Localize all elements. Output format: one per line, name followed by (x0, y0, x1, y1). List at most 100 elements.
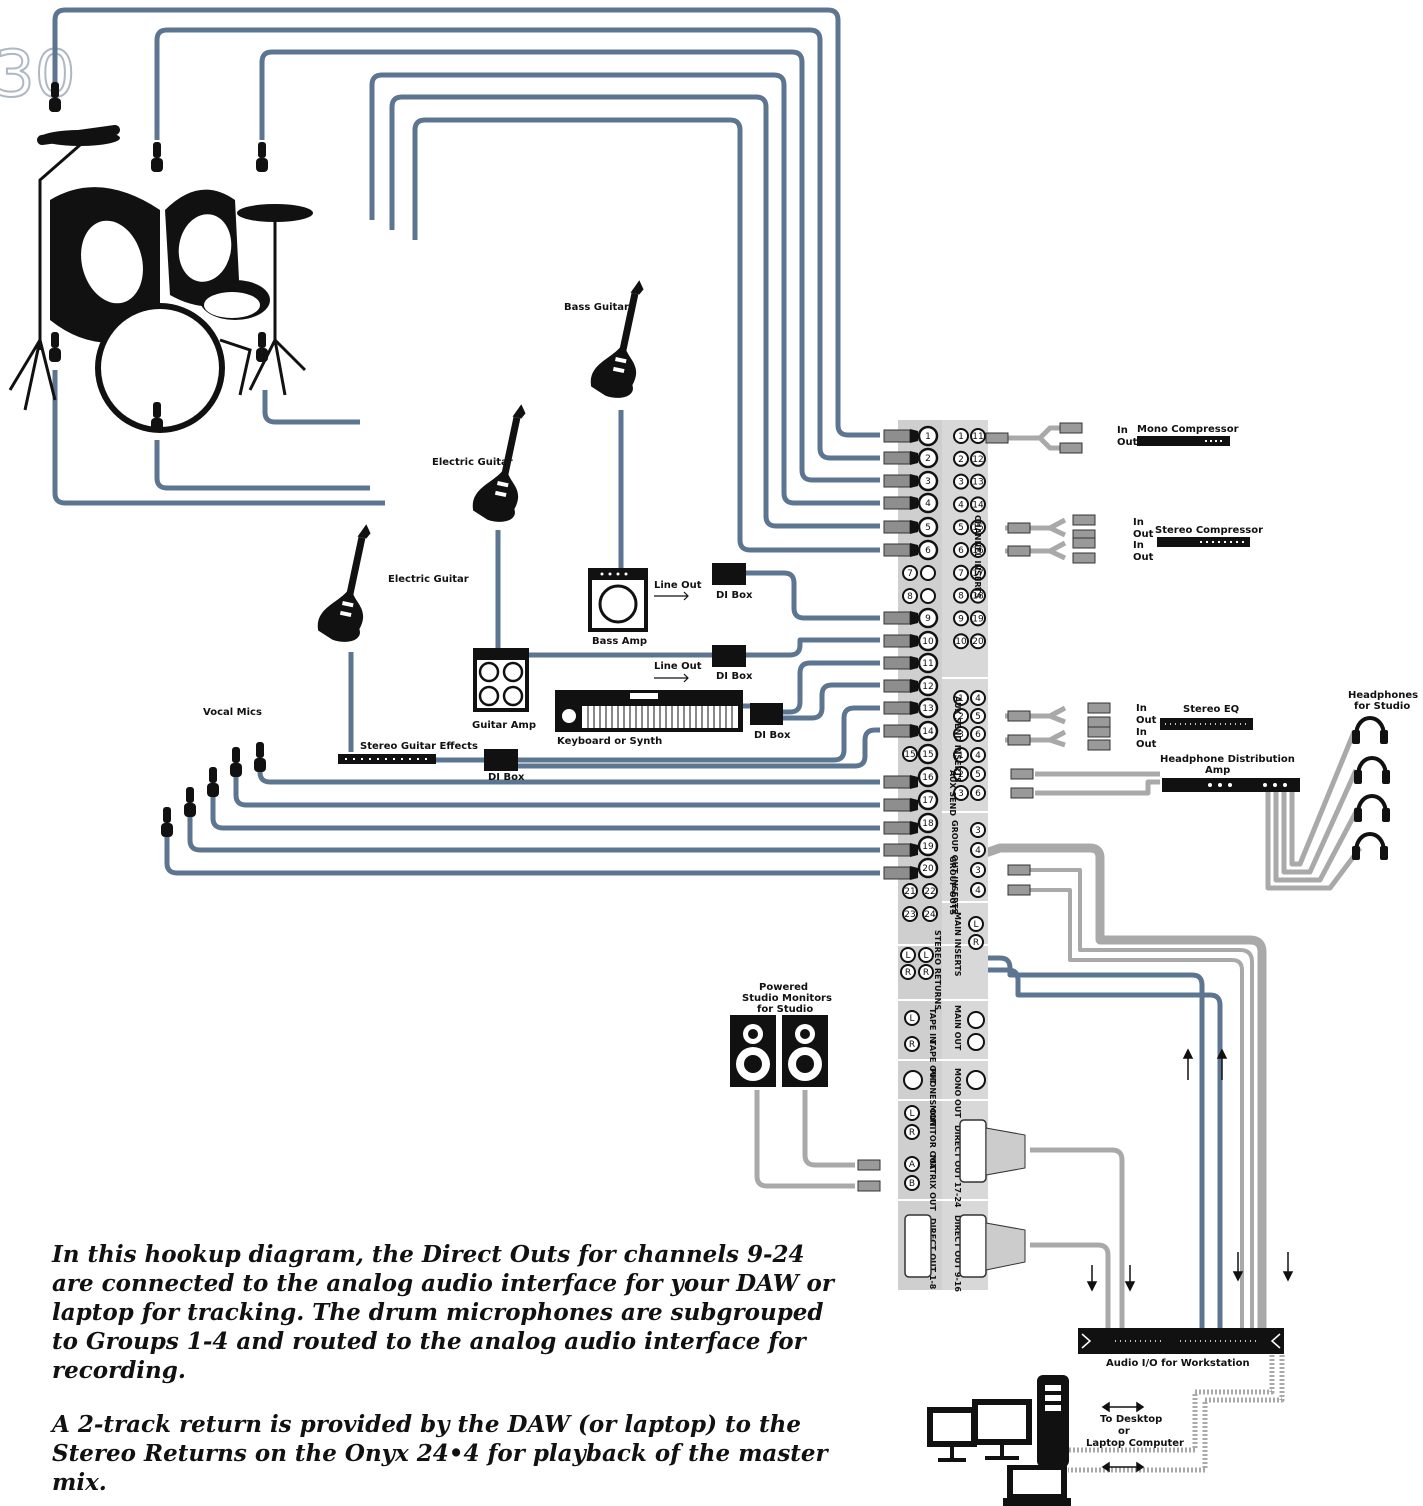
stereo-compressor-label: Stereo Compressor (1155, 525, 1263, 536)
stereo-guitar-effects (338, 754, 436, 764)
svg-text:R: R (909, 1040, 915, 1050)
db25-connectors (904, 1119, 1026, 1278)
svg-text:L: L (909, 1014, 914, 1024)
aux-send-3: 3 (953, 785, 969, 801)
svg-text:13: 13 (972, 478, 983, 488)
insert-jack-18: 18 (970, 587, 986, 604)
di-box (712, 645, 746, 667)
line-input-8: 8 (902, 588, 918, 604)
aux-insert-5: 5 (970, 708, 986, 724)
insert-jack-11: 11 (970, 428, 986, 444)
insert-jack-4: 4 (953, 496, 969, 513)
computer-label-3: Laptop Computer (1086, 1438, 1184, 1449)
aux-send-2: 2 (953, 766, 969, 782)
svg-text:Out: Out (1117, 437, 1138, 448)
aux-insert-3: 3 (953, 726, 969, 742)
svg-text:In: In (1136, 727, 1147, 738)
keyboard-label: Keyboard or Synth (557, 736, 662, 747)
monitor-out-R: R (904, 1124, 920, 1140)
trs-plug (1087, 726, 1111, 738)
svg-text:A: A (909, 1160, 916, 1170)
svg-text:10: 10 (955, 637, 967, 647)
keyboard-synth (555, 690, 743, 732)
svg-text:21: 21 (904, 887, 915, 897)
svg-text:R: R (973, 938, 979, 948)
audio-io-interface (1078, 1328, 1284, 1354)
svg-text:R: R (923, 968, 929, 978)
aux-insert-6: 6 (970, 726, 986, 742)
svg-text:3: 3 (975, 826, 981, 836)
bass-amp-label: Bass Amp (592, 636, 647, 647)
xlr-plug (883, 519, 919, 535)
computer-label-1: To Desktop (1100, 1414, 1162, 1425)
svg-text:5: 5 (958, 523, 964, 533)
mono-out-label: MONO OUT (953, 1068, 962, 1118)
guitar-amp-label: Guitar Amp (472, 720, 536, 731)
trs-plug (1010, 768, 1034, 780)
svg-text:3: 3 (958, 789, 964, 799)
headphones-label-1: Headphones (1348, 690, 1418, 701)
svg-text:15: 15 (904, 750, 915, 760)
trs-plug (1072, 537, 1096, 549)
xlr-input-7 (920, 565, 936, 581)
svg-text:R: R (909, 1128, 915, 1138)
svg-text:4: 4 (975, 694, 981, 704)
svg-text:4: 4 (975, 751, 981, 761)
svg-text:3: 3 (925, 477, 931, 487)
xlr-input-14: 14 (917, 720, 939, 742)
xlr-plug (883, 610, 919, 626)
computers (927, 1375, 1071, 1506)
di-box (750, 703, 783, 725)
svg-text:R: R (905, 968, 911, 978)
xlr-plug (883, 700, 919, 716)
svg-text:7: 7 (907, 569, 913, 579)
xlr-plug (883, 820, 919, 836)
svg-text:14: 14 (972, 500, 984, 510)
trs-plug (1072, 514, 1096, 526)
tape-out-label: TAPE OUT (928, 1040, 937, 1084)
stereo-eq (1160, 718, 1253, 730)
svg-text:1: 1 (958, 432, 964, 442)
electric-guitar-label-1: Electric Guitar (432, 457, 513, 468)
svg-text:3: 3 (958, 730, 964, 740)
svg-text:6: 6 (925, 546, 931, 556)
svg-text:7: 7 (958, 569, 964, 579)
stereo-guitar-effects-label: Stereo Guitar Effects (360, 741, 478, 752)
insert-jack-6: 6 (953, 542, 969, 558)
svg-text:5: 5 (975, 770, 981, 780)
svg-text:5: 5 (975, 712, 981, 722)
xlr-input-3: 3 (917, 470, 939, 492)
svg-text:19: 19 (922, 842, 934, 852)
trs-plug (1010, 787, 1034, 799)
aux-send-6: 6 (970, 785, 986, 801)
svg-text:Out: Out (1136, 715, 1157, 726)
svg-text:18: 18 (972, 592, 984, 602)
headphones-icon (1350, 716, 1392, 862)
xlr-input-18: 18 (917, 812, 939, 834)
headphone-amp-label-1: Headphone Distribution (1160, 754, 1295, 765)
blue-cables (52, 7, 1223, 1330)
svg-text:17: 17 (972, 569, 983, 579)
matrix-out-B: B (904, 1175, 920, 1191)
svg-text:4: 4 (958, 500, 964, 510)
line-out-label-1: Line Out (654, 580, 702, 591)
stereo-return-L: L (918, 947, 934, 963)
bass-guitar-icon (588, 274, 656, 402)
svg-text:2: 2 (958, 455, 964, 465)
group-jack-4: 4 (970, 842, 986, 858)
trs-plug (1059, 442, 1083, 454)
xlr-plug (883, 774, 919, 790)
xlr-plug (883, 842, 919, 858)
xlr-input-2: 2 (917, 447, 939, 469)
xlr-plug (883, 542, 919, 558)
group-out-inserts-label: GROUP OUT INSERTS (950, 820, 959, 914)
gray-cables (754, 425, 1362, 1473)
matrix-out-A: A (904, 1156, 920, 1172)
aux-insert-4: 4 (970, 690, 986, 706)
main-insert-L: L (968, 916, 984, 932)
insert-jack-19: 19 (970, 610, 986, 627)
line-input-23: 23 (902, 906, 918, 922)
insert-jack-12: 12 (970, 450, 986, 467)
